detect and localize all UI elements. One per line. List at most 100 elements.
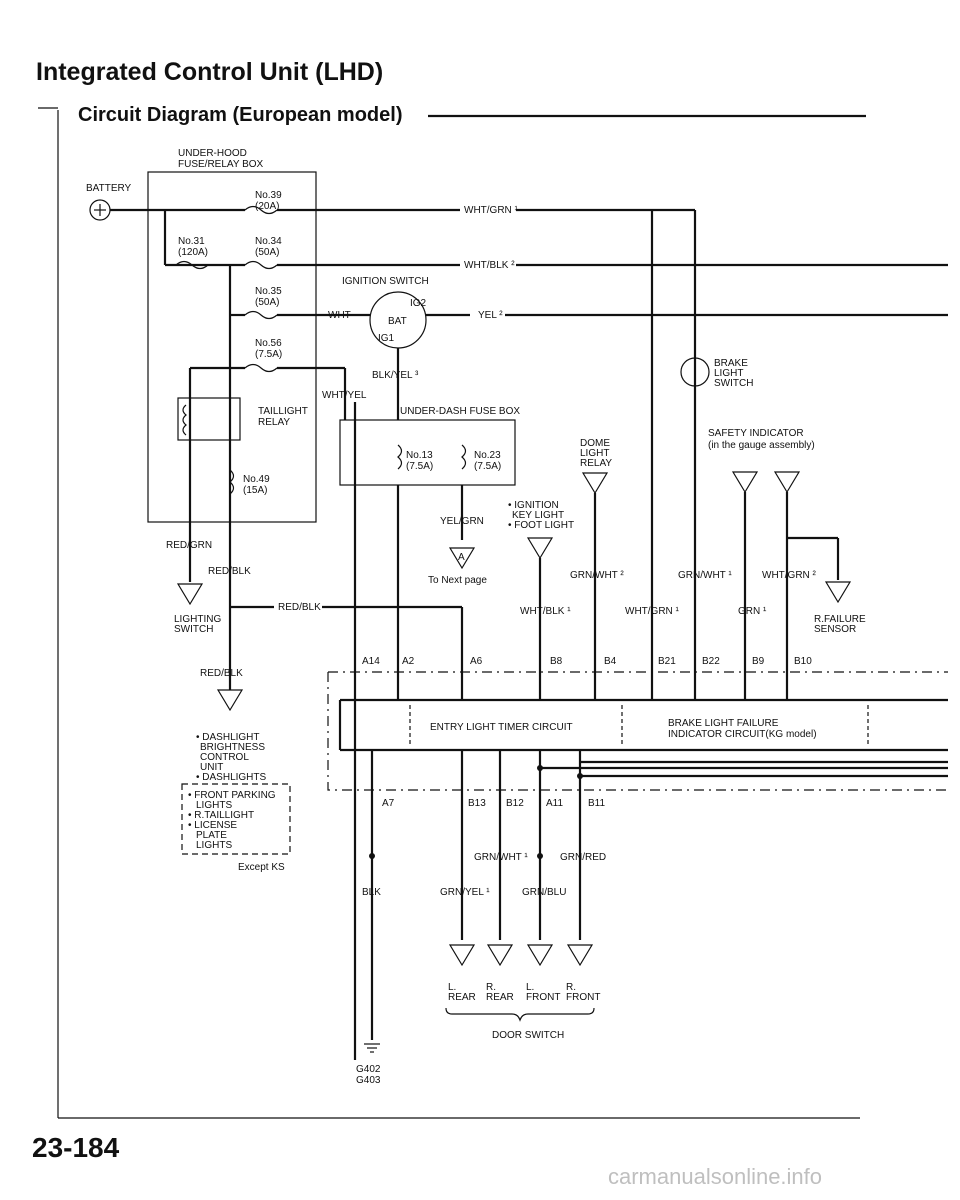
wire-red-grn: RED/GRN bbox=[166, 540, 212, 551]
top-pin-labels: A14 A2 A6 B8 B4 B21 B22 B9 B10 bbox=[362, 656, 812, 667]
fuse49-label-2: (15A) bbox=[243, 485, 267, 496]
wire-blk-yel3: BLK/YEL ³ bbox=[372, 370, 419, 381]
brake-switch-label-1: BRAKE bbox=[714, 358, 748, 369]
dashed-item-3: • R.TAILLIGHT bbox=[188, 810, 254, 821]
door-switch-brace bbox=[445, 1007, 595, 1022]
wire-red-blk-1: RED/BLK bbox=[208, 566, 251, 577]
page-number: 23-184 bbox=[32, 1132, 120, 1163]
fuse23-label-1: No.23 bbox=[474, 450, 501, 461]
dome-relay-label-2: LIGHT bbox=[580, 448, 609, 459]
ig2-label: IG2 bbox=[410, 298, 427, 309]
entry-timer-label: ENTRY LIGHT TIMER CIRCUIT bbox=[430, 722, 573, 733]
door-rr-label-2: REAR bbox=[486, 992, 514, 1003]
door-lf-label-1: L. bbox=[526, 982, 534, 993]
brake-switch-label-2: LIGHT bbox=[714, 368, 743, 379]
wire-blk: BLK bbox=[362, 887, 381, 898]
to-next-page: To Next page bbox=[428, 575, 487, 586]
ground-label-1: G402 bbox=[356, 1064, 381, 1075]
bat-label: BAT bbox=[388, 316, 407, 327]
fuse13-label-2: (7.5A) bbox=[406, 461, 433, 472]
pin-a2: A2 bbox=[402, 656, 415, 667]
fuse49-label-1: No.49 bbox=[243, 474, 270, 485]
wire-wht-yel: WHT/YEL bbox=[322, 390, 367, 401]
pin-b12: B12 bbox=[506, 798, 524, 809]
wire-wht-blk2: WHT/BLK ² bbox=[464, 260, 515, 271]
pin-b11: B11 bbox=[588, 798, 605, 809]
fuse56-icon bbox=[244, 363, 278, 373]
fuse31-label-1: No.31 bbox=[178, 236, 205, 247]
pin-b21: B21 bbox=[658, 656, 676, 667]
taillight-relay-box bbox=[177, 397, 241, 441]
lighting-switch-icon bbox=[176, 583, 204, 606]
fuse39-label-1: No.39 bbox=[255, 190, 282, 201]
key-light-icon bbox=[526, 537, 554, 560]
safety-indicator-label-2: (in the gauge assembly) bbox=[708, 440, 815, 451]
relay-coil-icon bbox=[182, 404, 187, 436]
fuse23-label-2: (7.5A) bbox=[474, 461, 501, 472]
dome-relay-label-3: RELAY bbox=[580, 458, 612, 469]
dome-relay-label-1: DOME bbox=[580, 438, 610, 449]
wire-grn-yel1: GRN/YEL ¹ bbox=[440, 887, 490, 898]
dashlight-label-5: • DASHLIGHTS bbox=[196, 772, 267, 783]
fuse35-label-1: No.35 bbox=[255, 286, 282, 297]
connector-a-icon bbox=[448, 547, 476, 570]
wire-wht: WHT bbox=[328, 310, 351, 321]
door-rf-label-1: R. bbox=[566, 982, 576, 993]
fuse39-icon bbox=[244, 205, 278, 215]
door-switch-lr-icon bbox=[448, 944, 476, 967]
fuse31-label-2: (120A) bbox=[178, 247, 208, 258]
wire-grn-red: GRN/RED bbox=[560, 852, 606, 863]
r-failure-sensor-icon bbox=[824, 581, 852, 604]
dashed-item-5: PLATE bbox=[196, 830, 227, 841]
lighting-switch-label-1: LIGHTING bbox=[174, 614, 221, 625]
unit-left-edge bbox=[327, 672, 948, 791]
brake-switch-label-3: SWITCH bbox=[714, 378, 753, 389]
dashed-item-4: • LICENSE bbox=[188, 820, 237, 831]
fuse39-label-2: (20A) bbox=[255, 201, 279, 212]
fuse35-label-2: (50A) bbox=[255, 297, 279, 308]
pin-a14: A14 bbox=[362, 656, 380, 667]
pin-b9: B9 bbox=[752, 656, 765, 667]
r-failure-sensor-label-1: R.FAILURE bbox=[814, 614, 866, 625]
key-light-label-1: • IGNITION bbox=[508, 500, 559, 511]
dashed-item-6: LIGHTS bbox=[196, 840, 232, 851]
wire-red-blk-3: RED/BLK bbox=[200, 668, 243, 679]
wire-grn-blu: GRN/BLU bbox=[522, 887, 566, 898]
safety-indicator-label-1: SAFETY INDICATOR bbox=[708, 428, 804, 439]
brake-failure-label-1: BRAKE LIGHT FAILURE bbox=[668, 718, 779, 729]
dashlight-label-4: UNIT bbox=[200, 762, 223, 773]
dashlight-label-1: • DASHLIGHT bbox=[196, 732, 260, 743]
wire-yel-grn: YEL/GRN bbox=[440, 516, 484, 527]
fuse34-label-1: No.34 bbox=[255, 236, 282, 247]
pin-b4: B4 bbox=[604, 656, 617, 667]
taillight-relay-label-1: TAILLIGHT bbox=[258, 406, 308, 417]
wire-yel2: YEL ² bbox=[478, 310, 503, 321]
pin-b13: B13 bbox=[468, 798, 486, 809]
dashed-item-1: • FRONT PARKING bbox=[188, 790, 276, 801]
dashed-lights-box bbox=[181, 783, 291, 855]
taillight-relay-label-2: RELAY bbox=[258, 417, 290, 428]
page-title: Integrated Control Unit (LHD) bbox=[36, 58, 384, 86]
wire-grn1: GRN ¹ bbox=[738, 606, 767, 617]
dashed-item-2: LIGHTS bbox=[196, 800, 232, 811]
pin-a11: A11 bbox=[546, 798, 563, 809]
lighting-switch-label-2: SWITCH bbox=[174, 624, 213, 635]
fuse56-label-1: No.56 bbox=[255, 338, 282, 349]
fuse13-label-1: No.13 bbox=[406, 450, 433, 461]
bottom-pin-labels: A7 B13 B12 A11 B11 bbox=[382, 798, 605, 809]
page-subtitle: Circuit Diagram (European model) bbox=[78, 104, 403, 126]
key-light-label-2: KEY LIGHT bbox=[512, 510, 564, 521]
dashlight-label-3: CONTROL bbox=[200, 752, 249, 763]
wire-red-blk-2: RED/BLK bbox=[278, 602, 321, 613]
fuse34-icon bbox=[244, 260, 278, 270]
door-lr-label-2: REAR bbox=[448, 992, 476, 1003]
door-switch-rr-icon bbox=[486, 944, 514, 967]
dashlight-icon bbox=[216, 689, 244, 712]
safety-lamp-1-icon bbox=[731, 471, 759, 494]
wire-grn-wht2: GRN/WHT ² bbox=[570, 570, 624, 581]
door-switch-rf-icon bbox=[566, 944, 594, 967]
watermark: carmanualsonline.info bbox=[608, 1164, 823, 1189]
door-switch-label: DOOR SWITCH bbox=[492, 1030, 564, 1041]
except-ks-label: Except KS bbox=[238, 862, 285, 873]
r-failure-sensor-label-2: SENSOR bbox=[814, 624, 856, 635]
